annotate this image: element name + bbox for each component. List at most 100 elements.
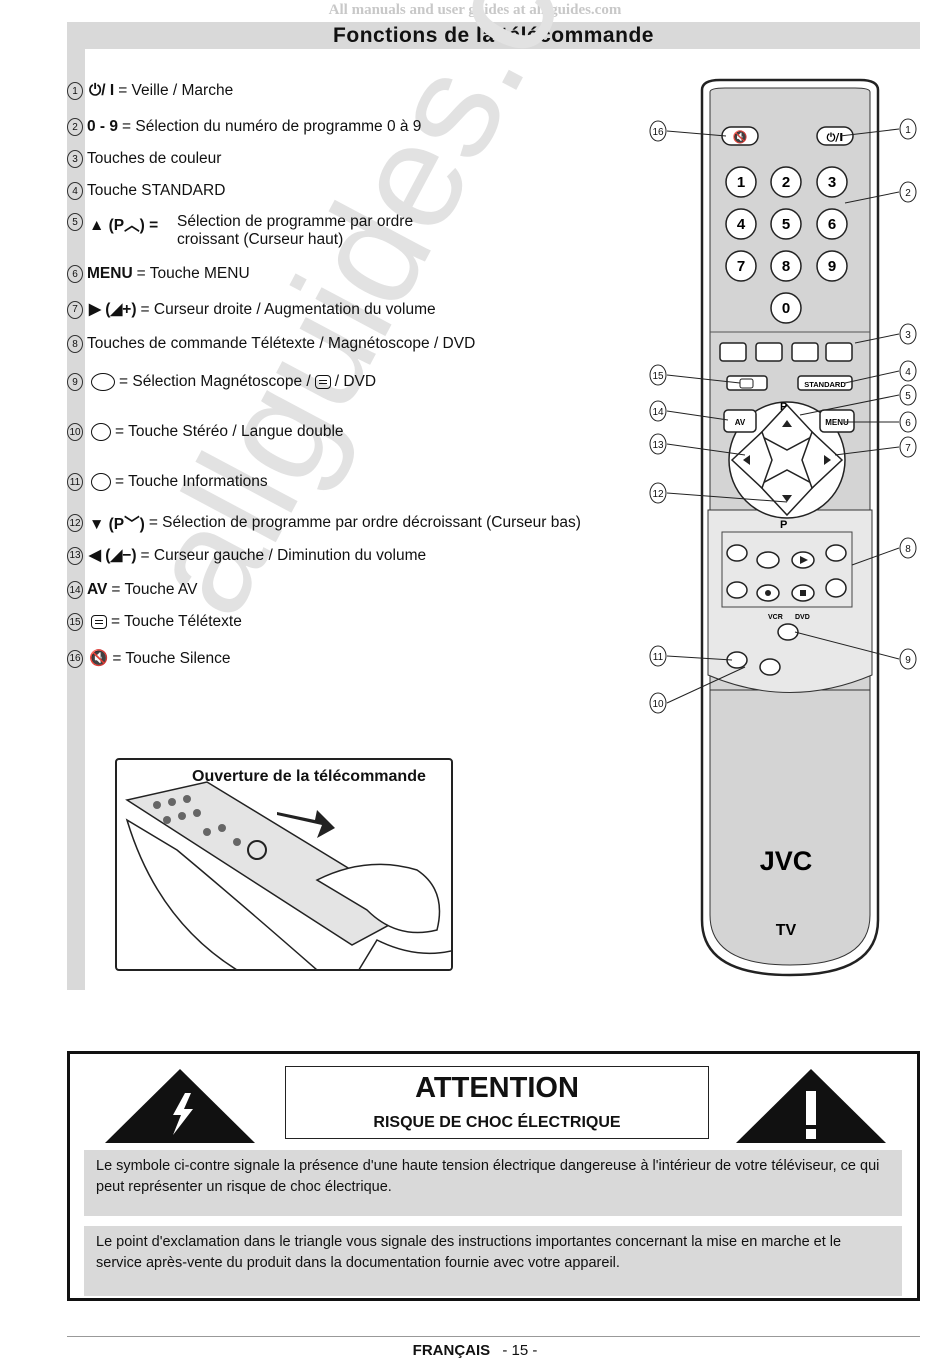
brand-logo: JVC	[760, 846, 813, 876]
attention-panel: ATTENTION RISQUE DE CHOC ÉLECTRIQUE Le s…	[67, 1051, 920, 1301]
callout-badge	[899, 436, 917, 458]
vcr-up-button[interactable]	[726, 544, 748, 562]
power-button[interactable]	[816, 126, 854, 146]
callout-line	[666, 443, 746, 456]
digit-button-4[interactable]	[725, 208, 757, 240]
function-desc-line1: Sélection de programme par ordre	[177, 213, 414, 230]
mute-icon: 🔇	[89, 650, 109, 667]
nav-left-button[interactable]	[730, 430, 773, 490]
callout-line	[666, 655, 733, 661]
function-desc: Touches de couleur	[87, 150, 222, 167]
function-item-9: 9 = Sélection Magnétoscope / / DVD	[67, 373, 376, 391]
teletext-button[interactable]	[726, 375, 768, 391]
standard-button[interactable]	[797, 375, 853, 391]
item-number-8: 8	[67, 335, 83, 353]
power-icon: ⏻/I	[827, 131, 844, 144]
mute-icon: 🔇	[733, 130, 748, 144]
callout-line	[854, 333, 900, 344]
item-number-12: 12	[67, 514, 83, 532]
function-item-2: 2 0 - 9 = Sélection du numéro de program…	[67, 118, 421, 136]
color-button-yellow[interactable]	[791, 342, 819, 362]
warning-paragraph-voltage: Le symbole ci-contre signale la présence…	[84, 1150, 902, 1216]
footer-divider	[67, 1336, 920, 1337]
callout-badge	[899, 360, 917, 382]
hand-remote-drawing	[125, 781, 451, 969]
digit-label: 0	[782, 300, 790, 317]
remote-opening-illustration: Ouverture de la télécommande	[115, 758, 453, 971]
digit-button-8[interactable]	[770, 250, 802, 282]
digit-button-1[interactable]	[725, 166, 757, 198]
page-footer: FRANÇAIS - 15 -	[0, 1342, 950, 1359]
digit-button-9[interactable]	[816, 250, 848, 282]
function-desc: = Curseur gauche / Diminution du volume	[140, 546, 427, 564]
callout-line	[666, 492, 788, 503]
vcr-dvd-button[interactable]	[777, 623, 799, 641]
rewind-button[interactable]	[756, 551, 780, 569]
nav-right-button[interactable]	[801, 430, 844, 490]
function-desc: = Curseur droite / Augmentation du volum…	[140, 300, 436, 318]
callout-line	[851, 547, 900, 566]
fast-forward-button[interactable]	[825, 544, 847, 562]
cursor-down-icon	[782, 495, 792, 502]
callout-badge	[649, 645, 667, 667]
digit-button-3[interactable]	[816, 166, 848, 198]
vcr-down-button[interactable]	[726, 581, 748, 599]
callout-badge	[649, 364, 667, 386]
function-item-14: 14 AV = Touche AV	[67, 581, 197, 599]
item-number-9: 9	[67, 373, 83, 391]
callout-badge	[649, 482, 667, 504]
page-number: - 15 -	[502, 1342, 538, 1359]
cursor-right-icon: ▶ (◢+)	[89, 301, 137, 318]
function-desc: = Touche AV	[111, 581, 198, 598]
callout-line	[666, 130, 727, 137]
model-label: TV	[776, 922, 797, 939]
info-icon	[91, 473, 111, 491]
callout-line	[799, 394, 900, 416]
title-bar	[67, 22, 920, 49]
item-number-16: 16	[67, 649, 83, 668]
cursor-up-icon	[782, 420, 792, 427]
callout-line	[844, 191, 900, 204]
callout-badge	[649, 433, 667, 455]
digit-button-7[interactable]	[725, 250, 757, 282]
callout-number: 6	[905, 418, 911, 429]
digit-label: 6	[828, 216, 836, 233]
color-button-blue[interactable]	[825, 342, 853, 362]
nav-up-button[interactable]	[757, 403, 817, 451]
stereo-button[interactable]	[759, 658, 781, 676]
item-number-11: 11	[67, 473, 83, 491]
av-button[interactable]	[723, 409, 757, 433]
function-item-8: 8 Touches de commande Télétexte / Magnét…	[67, 335, 475, 353]
nav-down-button[interactable]	[757, 469, 817, 517]
color-button-red[interactable]	[719, 342, 747, 362]
digit-label: 1	[737, 174, 745, 191]
callout-line	[844, 370, 900, 384]
callout-line	[666, 374, 741, 384]
digit-button-6[interactable]	[816, 208, 848, 240]
function-key: 0 - 9	[87, 118, 119, 135]
digit-button-2[interactable]	[770, 166, 802, 198]
digit-label: 9	[828, 258, 836, 275]
cursor-right-icon	[824, 455, 831, 465]
attention-title-box: ATTENTION RISQUE DE CHOC ÉLECTRIQUE	[285, 1066, 709, 1139]
standard-label: STANDARD	[804, 380, 846, 389]
cursor-up-icon: ▲ (P︿) =	[89, 217, 159, 234]
callout-badge	[649, 400, 667, 422]
color-button-green[interactable]	[755, 342, 783, 362]
function-desc: Touche STANDARD	[87, 182, 226, 199]
pause-button[interactable]	[825, 578, 847, 598]
digit-button-0[interactable]	[770, 292, 802, 324]
menu-button[interactable]	[819, 409, 855, 433]
function-desc: = Touche Informations	[115, 473, 268, 490]
menu-label: MENU	[825, 418, 849, 427]
nav-cluster	[728, 401, 846, 519]
item-number-6: 6	[67, 265, 83, 283]
digit-button-5[interactable]	[770, 208, 802, 240]
item-number-4: 4	[67, 182, 83, 200]
digit-label: 3	[828, 174, 836, 191]
function-desc: Touches de commande Télétexte / Magnétos…	[87, 335, 476, 352]
digit-label: 7	[737, 258, 745, 275]
item-number-14: 14	[67, 581, 83, 599]
callout-number: 4	[905, 367, 911, 378]
function-desc-block: Sélection de programme par ordre croissa…	[177, 213, 413, 249]
